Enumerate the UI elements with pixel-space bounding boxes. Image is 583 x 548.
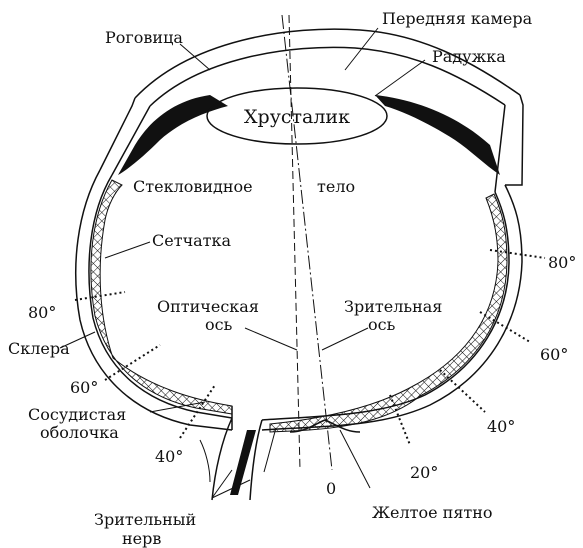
leader-visual-axis bbox=[322, 328, 368, 350]
leader-cornea bbox=[180, 44, 210, 70]
label-optic-axis-2: ось bbox=[205, 315, 233, 334]
label-retina: Сетчатка bbox=[152, 231, 232, 250]
leader-macula bbox=[340, 430, 370, 488]
angle-tick-40-left bbox=[180, 385, 215, 438]
sclera-front-right bbox=[495, 95, 523, 192]
angle-label-80-left: 80° bbox=[28, 303, 56, 322]
angle-label-20-right: 20° bbox=[410, 463, 438, 482]
leader-nerve-2 bbox=[212, 480, 250, 498]
angle-label-80-right: 80° bbox=[548, 253, 576, 272]
label-optic-nerve-1: Зрительный bbox=[94, 510, 196, 529]
label-visual-axis-2: ось bbox=[368, 315, 396, 334]
label-anterior-chamber: Передняя камера bbox=[382, 9, 533, 28]
label-optic-axis-1: Оптическая bbox=[157, 297, 259, 316]
label-visual-axis-1: Зрительная bbox=[344, 297, 442, 316]
leader-iris bbox=[375, 60, 425, 96]
optic-nerve-core bbox=[230, 430, 256, 495]
label-choroid-1: Сосудистая bbox=[28, 405, 126, 424]
optic-nerve-left bbox=[212, 406, 232, 500]
angle-label-60-left: 60° bbox=[70, 378, 98, 397]
label-macula: Желтое пятно bbox=[372, 503, 493, 522]
visual-axis-line bbox=[282, 15, 332, 470]
iris-right bbox=[375, 95, 500, 175]
label-vitreous-1: Стекловидное bbox=[133, 177, 253, 196]
angle-label-40-left: 40° bbox=[155, 447, 183, 466]
angle-label-40-right: 40° bbox=[487, 417, 515, 436]
leader-anterior-chamber bbox=[345, 28, 378, 70]
leader-optic-axis bbox=[245, 328, 297, 350]
label-sclera: Склера bbox=[8, 339, 70, 358]
leader-retina bbox=[105, 242, 150, 258]
angle-label-60-right: 60° bbox=[540, 345, 568, 364]
label-choroid-2: оболочка bbox=[40, 423, 119, 442]
label-vitreous-2: тело bbox=[317, 177, 355, 196]
label-iris: Радужка bbox=[432, 47, 506, 66]
lens-label: Хрусталик bbox=[244, 106, 350, 128]
angle-label-0: 0 bbox=[326, 479, 336, 498]
label-optic-nerve-2: нерв bbox=[122, 529, 161, 548]
label-cornea: Роговица bbox=[105, 28, 183, 47]
optic-axis-line bbox=[289, 15, 300, 470]
